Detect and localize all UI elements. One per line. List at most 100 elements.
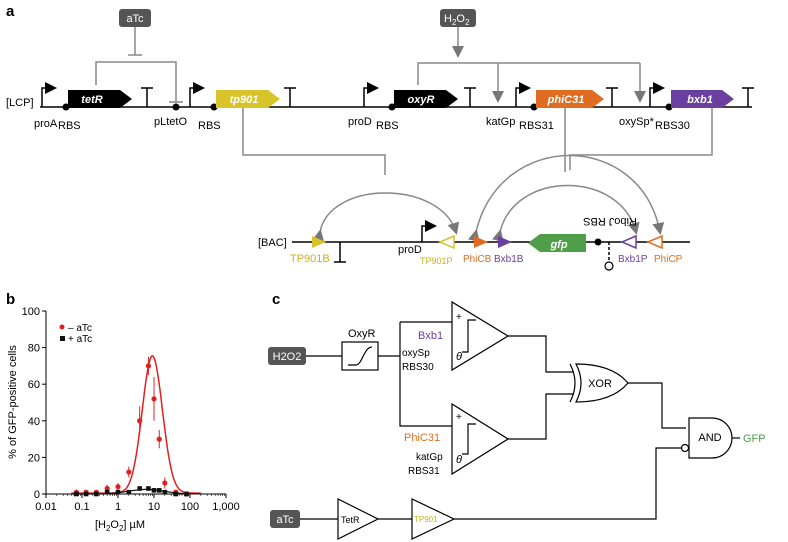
oxySp-label: oxySp* [619, 116, 655, 128]
comparator-wires [508, 335, 574, 440]
x-axis-title-sub: 2 [106, 524, 111, 533]
lcp-terminators [141, 87, 754, 107]
phicp-label: PhiCP [654, 254, 683, 265]
x-axis-title-mid: O [110, 519, 119, 531]
y-tick-label: 0 [34, 489, 40, 501]
gene-oxyR: oxyR [394, 90, 458, 108]
bxb1p-label: Bxb1P [618, 254, 648, 265]
h2o2-sub: 2 [452, 18, 457, 27]
tetR-label: tetR [81, 94, 102, 106]
x-tick-label: 1 [115, 501, 121, 513]
data-point-plus-atc [104, 489, 110, 495]
oxyr-activation [417, 62, 646, 103]
bxb1b-site [498, 236, 512, 248]
bxb1-label: bxb1 [687, 94, 713, 106]
x-axis-title-pre: [H [95, 519, 106, 531]
gene-tp901: tp901 [216, 90, 280, 108]
legend-minus-atc: – aTc [68, 323, 92, 334]
oxySp-promoter-icon [649, 82, 665, 107]
tetr-repression [95, 61, 183, 103]
and-gate: AND [688, 417, 733, 459]
and-label: AND [698, 432, 721, 444]
atc-repression [128, 27, 142, 56]
x-tick-label: 100 [181, 501, 199, 513]
rbs30-label: RBS30 [655, 120, 690, 132]
recombinase-action [242, 108, 713, 243]
rbs31-label: RBS31 [519, 120, 554, 132]
x-tick-label: 0.1 [74, 501, 89, 513]
and-invert-bubble [680, 443, 690, 453]
h2o2-o: O [456, 13, 465, 25]
svg-text:H2O2: H2O2 [444, 13, 470, 27]
phicp-site [646, 234, 663, 250]
katGp-label: katGp [486, 116, 515, 128]
atc-label: aTc [126, 13, 144, 25]
panel-b-label: b [6, 291, 15, 308]
oxysp-c-label: oxySp [402, 348, 430, 359]
x-tick-label: 0.01 [35, 501, 56, 513]
bxb1-c-label: Bxb1 [418, 330, 443, 342]
bxb1b-label: Bxb1B [494, 254, 524, 265]
data-point-minus-atc [115, 484, 121, 490]
rbs-label-2: RBS [198, 120, 221, 132]
h2o2-input-label: H2O2 [273, 351, 302, 363]
data-point-minus-atc [126, 469, 132, 475]
tp901-inverter: TP901 [411, 498, 456, 540]
gene-phiC31: phiC31 [536, 90, 604, 108]
tp901p-site [438, 234, 455, 250]
phic31-comparator: + θ PhiC31 katGp RBS31 [404, 402, 510, 477]
proA-label: proA [34, 118, 58, 130]
bxb1-plus: + [456, 312, 462, 323]
h2o2-sub2: 2 [465, 18, 470, 27]
y-tick-label: 100 [22, 306, 40, 318]
data-point-minus-atc [151, 396, 157, 402]
lcp-label: [LCP] [6, 97, 34, 109]
data-point-plus-atc [115, 489, 121, 495]
xor-gate: XOR [569, 363, 629, 403]
h2o2-h: H [444, 13, 452, 25]
x-axis-title-post: ] µM [123, 519, 145, 531]
data-point-minus-atc [145, 363, 152, 369]
y-tick-label: 60 [28, 379, 40, 391]
oxyR-label: oxyR [408, 94, 435, 106]
riboj-rbs-label: RiboJ RBS [583, 215, 637, 227]
bac-rbs-dot [594, 238, 602, 246]
tp901-c-label: TP901 [414, 515, 438, 524]
xor-label: XOR [588, 378, 612, 390]
phicb-label: PhiCB [463, 254, 492, 265]
tetr-label: TetR [341, 515, 360, 525]
bxb1-comparator: + θ Bxb1 oxySp RBS30 [402, 300, 510, 373]
y-tick-label: 40 [28, 416, 40, 428]
phiC31-label: phiC31 [547, 94, 585, 106]
phic31-theta: θ [456, 454, 462, 466]
pLtetO-label: pLtetO [154, 116, 187, 128]
x-tick-label: 1,000 [212, 501, 240, 513]
gene-bxb1: bxb1 [671, 90, 734, 108]
bac-proD-label: proD [398, 244, 422, 256]
bxb1p-site [620, 234, 637, 250]
rbs-dots [62, 103, 673, 111]
panel-c-label: c [272, 291, 280, 308]
h2o2-input: H2O2 [268, 347, 306, 365]
proA-promoter-icon [41, 82, 57, 107]
phic31-plus: + [456, 412, 462, 423]
gene-gfp: gfp [528, 234, 586, 252]
atc-inducer: aTc [119, 9, 151, 27]
phic31-c-label: PhiC31 [404, 432, 440, 444]
data-point-plus-atc [83, 491, 89, 497]
rbs31-c-label: RBS31 [408, 466, 440, 477]
atc-input-label: aTc [276, 514, 294, 526]
data-point-plus-atc [146, 486, 151, 491]
tp901b-label: TP901B [290, 253, 330, 265]
bac-terminator [334, 242, 346, 263]
data-point-minus-atc [137, 418, 143, 424]
rbs-label-1: RBS [58, 120, 81, 132]
gfp-output-label: GFP [743, 433, 766, 445]
data-point-plus-atc [151, 488, 157, 493]
x-tick-label: 10 [148, 501, 160, 513]
data-point-plus-atc [156, 488, 162, 493]
legend-plus-atc: + aTc [68, 334, 92, 345]
data-point-minus-atc [156, 436, 162, 442]
oxyr-box-label: OxyR [348, 328, 376, 340]
